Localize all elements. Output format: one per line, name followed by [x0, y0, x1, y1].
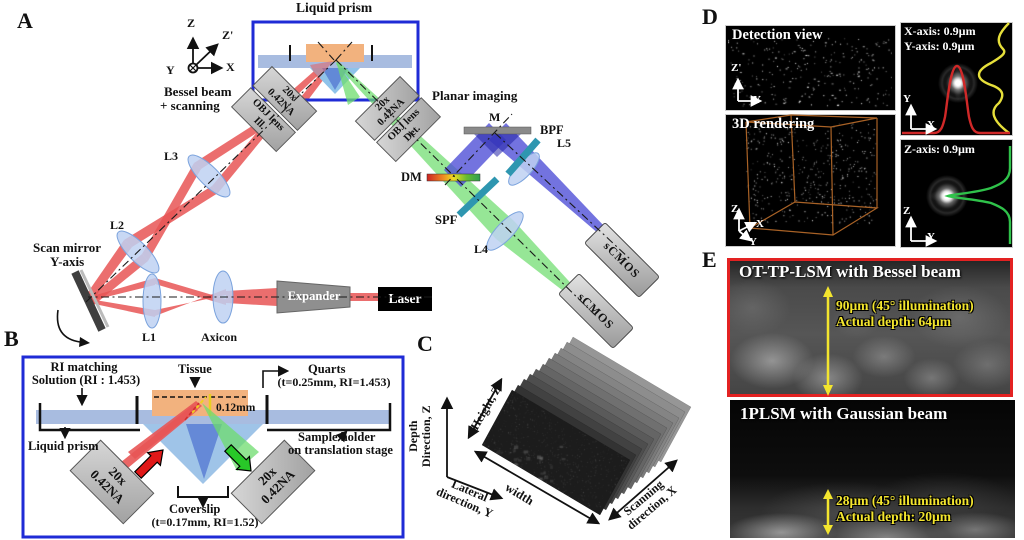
scmos-camera-bottom: sCMOS	[557, 272, 635, 350]
axicon-label: Axicon	[201, 330, 237, 344]
bpf-bar	[505, 137, 541, 177]
liquid-prism-title: Liquid prism	[296, 0, 373, 15]
axis-y-label: Y	[166, 63, 175, 77]
lens-l4	[486, 211, 524, 251]
stack-speckle-canvas	[482, 390, 630, 515]
panel-letter-b: B	[4, 326, 19, 351]
psf-z-axis-z: Z	[903, 205, 911, 217]
rendering-dots-canvas	[728, 117, 891, 244]
laser-box: Laser	[378, 287, 432, 311]
lens-l2	[116, 230, 160, 274]
rendering-axis-z: Z	[731, 203, 739, 215]
axis-zprime-label: Z'	[222, 28, 234, 42]
lens-l5	[508, 152, 540, 186]
laser-label: Laser	[388, 291, 422, 306]
psf-xy-axis-y: Y	[903, 93, 911, 105]
detection-axis-zprime: Z'	[731, 62, 742, 74]
mirror-m-label: M	[489, 110, 501, 124]
lens-l3	[187, 154, 231, 198]
bessel-scanning-label: + scanning	[160, 98, 220, 113]
green-block-arrow	[223, 443, 252, 472]
gaussian-depth-line1: 28µm (45° illumination)	[836, 493, 974, 508]
spf-label: SPF	[435, 213, 458, 227]
panel-letter-d: D	[702, 4, 718, 29]
bessel-depth-line1: 90µm (45° illumination)	[836, 298, 974, 313]
psf-xy-axis-x: X	[927, 119, 935, 131]
detection-axis-y: Y	[753, 94, 761, 106]
lens-l1	[142, 273, 162, 329]
dm-label: DM	[401, 170, 422, 184]
detection-view-title: Detection view	[732, 27, 823, 43]
detection-dots-canvas	[728, 28, 892, 108]
l3-label: L3	[164, 149, 179, 163]
axicon-lens	[212, 270, 234, 324]
objective-detection: 20x 0.42NA OBJ lens Det.	[354, 75, 442, 163]
gaussian-depth-line2: Actual depth: 20µm	[836, 509, 952, 524]
panel-letter-e: E	[702, 247, 717, 272]
scmos-camera-top: sCMOS	[583, 221, 661, 299]
ri-matching-label-2: Solution (RI : 1.453)	[31, 373, 141, 387]
scan-mirror	[56, 269, 110, 347]
bessel-depth-line2: Actual depth: 64µm	[836, 314, 952, 329]
axis-z-label: Z	[187, 16, 196, 30]
scmos-label: sCMOS	[575, 289, 618, 332]
l2-label: L2	[110, 218, 125, 232]
optical-axes	[85, 41, 631, 315]
l1-label: L1	[142, 330, 157, 344]
mirror-m-bar	[463, 126, 532, 135]
rendering-axis-x: X	[756, 218, 764, 230]
dm-bar	[426, 173, 481, 182]
bessel-depth-image	[727, 258, 1013, 397]
psf-xy-line1: X-axis: 0.9µm	[904, 24, 976, 38]
panel-letter-a: A	[17, 8, 33, 33]
quartz-label-2: (t=0.25mm, RI=1.453)	[277, 375, 391, 389]
rendering-axis-y: Y	[749, 236, 757, 248]
objective-illumination: 20x 0.42NA OBJ lens Ill.	[230, 65, 318, 153]
rendering-3d-title: 3D rendering	[732, 116, 815, 132]
red-beam	[86, 57, 378, 317]
scan-mirror-axis-label: Y-axis	[50, 254, 85, 269]
bessel-image-title: OT-TP-LSM with Bessel beam	[739, 262, 961, 281]
gaussian-depth-image	[730, 400, 1015, 538]
gaussian-image-title: 1PLSM with Gaussian beam	[740, 404, 948, 423]
psf-z-blob	[925, 174, 969, 218]
depth-0-12mm-label: 0.12mm	[216, 402, 256, 414]
axis-x-label: X	[226, 60, 235, 74]
l5-label: L5	[557, 136, 572, 150]
tissue-label: Tissue	[178, 362, 212, 376]
psf-xy-line2: Y-axis: 0.9µm	[904, 39, 975, 53]
l4-label: L4	[474, 242, 489, 256]
psf-z-line1: Z-axis: 0.9µm	[904, 142, 975, 156]
sample-holder-label-2: on translation stage	[288, 443, 393, 457]
psf-xy-blob	[938, 57, 978, 109]
red-block-arrow	[133, 449, 164, 480]
scan-mirror-label: Scan mirror	[33, 240, 101, 255]
liquid-prism-label-b: Liquid prism	[28, 439, 99, 453]
planar-imaging-label: Planar imaging	[432, 88, 518, 103]
coverslip-label-2: (t=0.17mm, RI=1.52)	[151, 515, 259, 529]
spf-bar	[456, 176, 500, 218]
scmos-label: sCMOS	[601, 238, 644, 281]
psf-z-axis-y: Y	[927, 231, 935, 243]
panel-letter-c: C	[417, 331, 433, 356]
expander-label: Expander	[287, 289, 341, 303]
axes-a	[186, 36, 224, 75]
